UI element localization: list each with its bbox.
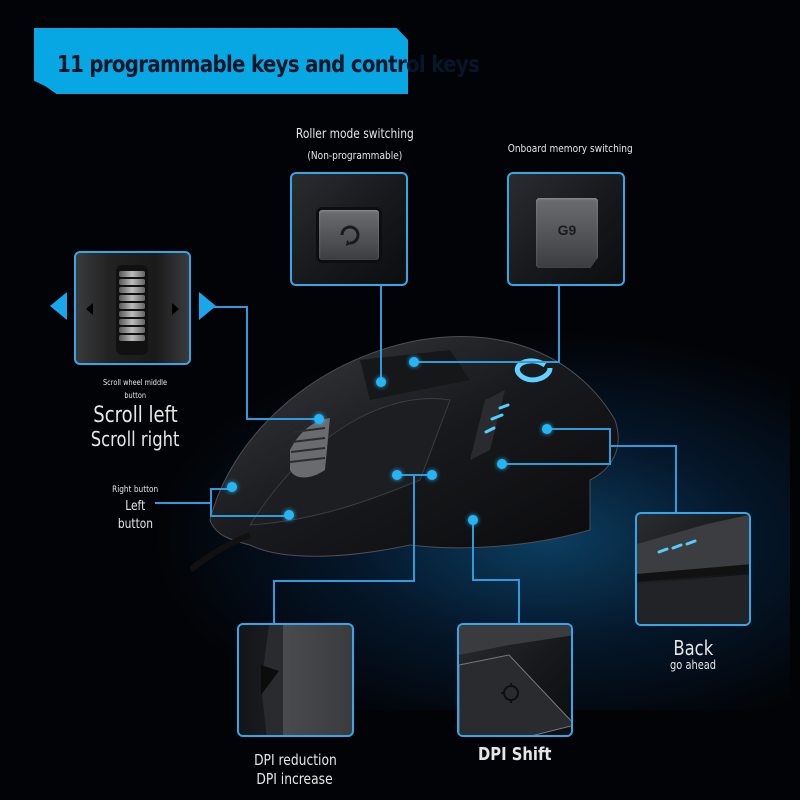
left-button-label-2: button bbox=[117, 517, 153, 532]
connector-shift-v2 bbox=[518, 579, 520, 624]
dpi-buttons-detail bbox=[261, 625, 283, 735]
side-buttons-detail bbox=[637, 514, 749, 624]
hotspot-onboard-memory[interactable] bbox=[409, 357, 419, 367]
hotspot-back[interactable] bbox=[497, 459, 507, 469]
connector-side-h2 bbox=[502, 463, 610, 465]
hotspot-forward[interactable] bbox=[542, 424, 552, 434]
onboard-memory-label: Onboard memory switching bbox=[507, 142, 633, 155]
connector-main-h bbox=[155, 502, 211, 504]
connector-scroll-h1 bbox=[212, 306, 248, 308]
triangle-right-icon bbox=[199, 292, 216, 320]
right-button-label: Right button bbox=[111, 485, 159, 495]
connector-scroll-v bbox=[246, 306, 248, 420]
connector-main-h3 bbox=[210, 515, 288, 517]
dpi-reduction-label: DPI reduction bbox=[253, 751, 337, 769]
connector-dpi-h2 bbox=[273, 580, 415, 582]
triangle-left-icon bbox=[50, 292, 67, 320]
back-label: Back bbox=[673, 636, 713, 660]
dpi-shift-image bbox=[457, 623, 573, 737]
hotspot-right-button[interactable] bbox=[227, 482, 237, 492]
roller-mode-image bbox=[290, 172, 408, 286]
tilt-right-arrow-icon bbox=[172, 303, 179, 315]
connector-main-h2 bbox=[210, 488, 230, 490]
dpi-shift-detail bbox=[459, 625, 571, 735]
scroll-wheel-image bbox=[74, 251, 191, 365]
hotspot-scroll-wheel[interactable] bbox=[314, 414, 324, 424]
crosshair-icon bbox=[501, 683, 519, 703]
dpi-increase-label: DPI increase bbox=[256, 770, 334, 788]
connector-memory-h bbox=[414, 361, 560, 363]
title-banner bbox=[34, 28, 408, 94]
roller-mode-label: Roller mode switching bbox=[296, 127, 414, 142]
connector-shift-v bbox=[472, 520, 474, 580]
scroll-left-label: Scroll left bbox=[92, 403, 178, 428]
dpi-shift-label: DPI Shift bbox=[478, 744, 552, 765]
hotspot-dpi-reduction[interactable] bbox=[392, 470, 402, 480]
connector-side-h1 bbox=[546, 428, 610, 430]
scroll-right-label: Scroll right bbox=[90, 427, 180, 451]
connector-roller bbox=[380, 286, 382, 382]
connector-dpi-v bbox=[413, 474, 415, 580]
connector-side-h3 bbox=[610, 445, 676, 447]
connector-dpi-v2 bbox=[273, 580, 275, 624]
hotspot-dpi-increase[interactable] bbox=[427, 470, 437, 480]
connector-side-v2 bbox=[675, 445, 677, 513]
g9-key-label: G9 bbox=[557, 222, 577, 238]
side-buttons-image bbox=[635, 512, 751, 626]
scroll-wheel-small-label: Scroll wheel middle bbox=[103, 378, 167, 387]
gaming-mouse-image bbox=[190, 336, 619, 573]
tilt-left-arrow-icon bbox=[86, 303, 93, 315]
roller-mode-key bbox=[319, 210, 379, 260]
hotspot-dpi-shift[interactable] bbox=[468, 515, 478, 525]
connector-shift-h bbox=[472, 579, 520, 581]
g9-key: G9 bbox=[536, 198, 598, 268]
connector-memory-v bbox=[558, 286, 560, 362]
onboard-memory-image: G9 bbox=[507, 172, 625, 286]
scroll-wheel-small-label-2: button bbox=[124, 391, 146, 400]
scroll-wheel bbox=[116, 265, 148, 355]
connector-scroll-h2 bbox=[246, 418, 318, 420]
connector-main-v bbox=[210, 488, 212, 516]
banner-title: 11 programmable keys and control keys bbox=[57, 52, 480, 78]
hotspot-roller-mode[interactable] bbox=[376, 377, 386, 387]
roller-mode-sublabel: (Non-programmable) bbox=[307, 149, 403, 162]
connector-dpi-h bbox=[397, 474, 433, 476]
left-button-label: Left bbox=[124, 499, 146, 514]
go-ahead-label: go ahead bbox=[670, 658, 716, 672]
dpi-buttons-image bbox=[237, 623, 354, 737]
hotspot-left-button[interactable] bbox=[284, 510, 294, 520]
circular-arrows-icon bbox=[340, 225, 360, 246]
